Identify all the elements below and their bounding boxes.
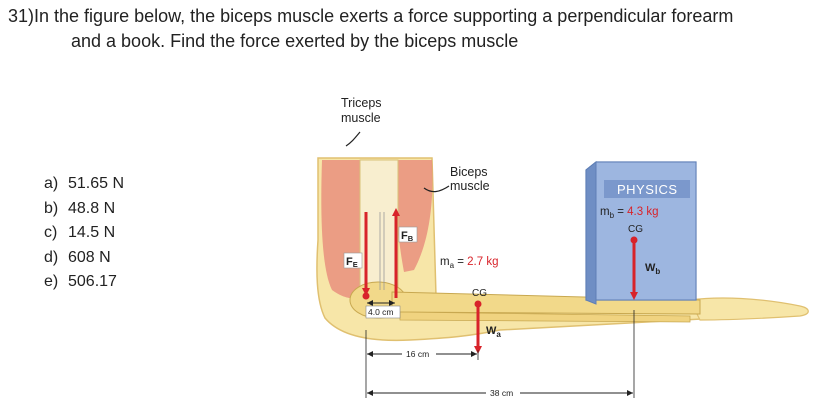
dim-4cm-label: 4.0 cm (368, 307, 394, 317)
question-number: 31) (8, 6, 35, 26)
forearm-figure: Triceps muscle Biceps muscle PHYSICS mb … (316, 96, 809, 399)
fe-label: FE (346, 256, 358, 269)
choice-b-text: 48.8 N (68, 199, 116, 217)
triceps-label-line1: Triceps (341, 96, 382, 110)
dim-16cm-label: 16 cm (406, 349, 429, 359)
choice-a-text: 51.65 N (68, 175, 125, 192)
choice-a: a)51.65 N (44, 172, 124, 197)
biceps-label-line2: muscle (450, 179, 490, 193)
biceps-muscle (395, 160, 433, 272)
dim-38cm-label: 38 cm (490, 388, 513, 398)
triceps-pointer (345, 131, 361, 147)
elbow-pivot-dot (362, 292, 370, 300)
choice-d-text: 608 N (68, 248, 111, 266)
question-line-1: In the figure below, the biceps muscle e… (34, 6, 734, 26)
book-weight-label: Wb (645, 262, 660, 276)
arm-weight-label: Wa (486, 325, 501, 339)
choice-b: b)48.8 N (44, 197, 124, 222)
book-cg-dot (630, 236, 638, 244)
dim-16cm-bg (402, 348, 436, 360)
dim-38cm-bg (486, 387, 520, 399)
physics-book: PHYSICS mb = 4.3 kg CG (585, 160, 697, 305)
fb-label-box (398, 226, 418, 243)
book-mass-label: mb = 4.3 kg (600, 206, 658, 220)
arm-cg-label: CG (472, 288, 487, 299)
question-line-2: and a book. Find the force exerted by th… (71, 31, 519, 51)
choice-d: d)608 N (44, 246, 124, 271)
hand-shape (689, 297, 809, 321)
choice-e: e)506.17 (44, 270, 124, 295)
question-text: 31)In the figure below, the biceps muscl… (8, 4, 828, 54)
fe-label-box (343, 252, 363, 269)
book-title: PHYSICS (617, 182, 678, 197)
choice-e-text: 506.17 (68, 273, 117, 290)
arm-cg-dot (474, 300, 482, 308)
fb-label: FB (401, 230, 414, 243)
choice-c: c)14.5 N (44, 221, 124, 246)
arm-mass-label: ma = 2.7 kg (440, 256, 498, 270)
choice-c-text: 14.5 N (68, 224, 116, 241)
biceps-label-line1: Biceps (450, 165, 488, 179)
answer-choices: a)51.65 N b)48.8 N c)14.5 N d)608 N e)50… (44, 172, 124, 295)
biceps-pointer (423, 185, 450, 193)
book-cg-label: CG (628, 224, 643, 235)
dim-4cm-box (365, 305, 401, 319)
triceps-label-line2: muscle (341, 111, 381, 125)
